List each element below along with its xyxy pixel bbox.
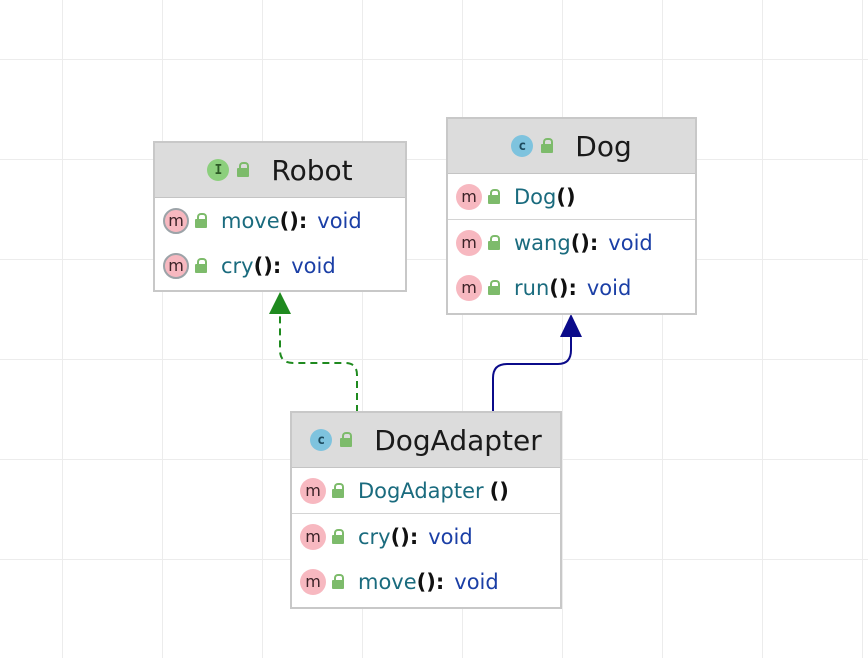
lock-open-icon <box>195 257 207 274</box>
dogadapter-constructor-section: m DogAdapter () <box>292 468 560 514</box>
method-parens: () <box>549 275 569 300</box>
dog-header: c Dog <box>448 119 695 174</box>
method-name: run <box>514 275 550 300</box>
method-return-type: void <box>291 253 336 278</box>
robot-header: I Robot <box>155 143 405 198</box>
lock-open-icon <box>340 432 353 448</box>
lock-open-icon <box>332 573 344 590</box>
robot-interface-box[interactable]: I Robot m move () : void m cry () : void <box>153 141 407 292</box>
dogadapter-title: DogAdapter <box>374 423 542 457</box>
method-parens: () <box>253 253 273 278</box>
dog-constructor-section: m Dog () <box>448 174 695 220</box>
dog-title: Dog <box>575 129 632 163</box>
method-name: move <box>221 208 280 233</box>
method-name: cry <box>358 524 391 549</box>
method-return-type: void <box>454 569 499 594</box>
dogadapter-header: c DogAdapter <box>292 413 560 468</box>
method-icon: m <box>456 229 482 256</box>
dogadapter-class-box[interactable]: c DogAdapter m DogAdapter () m cry () : … <box>290 411 562 609</box>
dog-method-wang[interactable]: m wang () : void <box>448 220 695 265</box>
dogadapter-method-cry[interactable]: m cry () : void <box>292 514 560 559</box>
robot-title: Robot <box>271 153 353 187</box>
robot-method-cry[interactable]: m cry () : void <box>155 243 405 288</box>
lock-open-icon <box>488 188 500 205</box>
abstract-method-icon: m <box>163 252 189 279</box>
method-return-type: void <box>317 208 362 233</box>
method-parens: () <box>390 524 410 549</box>
abstract-method-icon: m <box>163 207 189 234</box>
method-icon: m <box>300 523 326 550</box>
constructor-name: Dog <box>514 184 557 209</box>
method-parens: () <box>570 230 590 255</box>
method-icon: m <box>456 274 482 301</box>
interface-icon: I <box>207 159 230 181</box>
method-parens: () <box>416 569 436 594</box>
class-icon: c <box>310 429 333 451</box>
method-colon: : <box>568 275 577 300</box>
method-return-type: void <box>586 275 632 300</box>
lock-open-icon <box>332 528 344 545</box>
method-icon: m <box>300 568 326 595</box>
method-parens: () <box>489 478 509 503</box>
class-icon: c <box>511 135 534 157</box>
lock-open-icon <box>541 138 554 154</box>
dog-methods-section: m wang () : void m run () : void <box>448 220 695 310</box>
realization-line[interactable] <box>279 312 358 412</box>
method-return-type: void <box>428 524 473 549</box>
lock-open-icon <box>195 212 207 229</box>
realization-arrowhead <box>269 292 291 314</box>
method-name: wang <box>514 230 571 255</box>
method-name: cry <box>221 253 254 278</box>
method-name: move <box>358 569 417 594</box>
lock-open-icon <box>237 162 250 178</box>
dogadapter-method-move[interactable]: m move () : void <box>292 559 560 604</box>
dog-method-run[interactable]: m run () : void <box>448 265 695 310</box>
constructor-name: DogAdapter <box>358 478 484 503</box>
lock-open-icon <box>488 279 500 296</box>
dogadapter-constructor[interactable]: m DogAdapter () <box>292 468 560 513</box>
method-colon: : <box>298 208 308 233</box>
dogadapter-methods-section: m cry () : void m move () : void <box>292 514 560 604</box>
robot-method-move[interactable]: m move () : void <box>155 198 405 243</box>
method-colon: : <box>589 230 599 255</box>
lock-open-icon <box>332 482 344 499</box>
method-return-type: void <box>608 230 653 255</box>
method-colon: : <box>409 524 419 549</box>
generalization-arrowhead <box>560 314 582 337</box>
generalization-line[interactable] <box>492 335 572 412</box>
robot-methods-section: m move () : void m cry () : void <box>155 198 405 288</box>
method-icon: m <box>456 183 482 210</box>
dog-class-box[interactable]: c Dog m Dog () m wang () : void m <box>446 117 697 315</box>
method-parens: () <box>279 208 299 233</box>
method-colon: : <box>272 253 282 278</box>
method-icon: m <box>300 477 326 504</box>
lock-open-icon <box>488 234 500 251</box>
method-parens: () <box>556 184 576 209</box>
method-colon: : <box>435 569 445 594</box>
dog-constructor[interactable]: m Dog () <box>448 174 695 219</box>
